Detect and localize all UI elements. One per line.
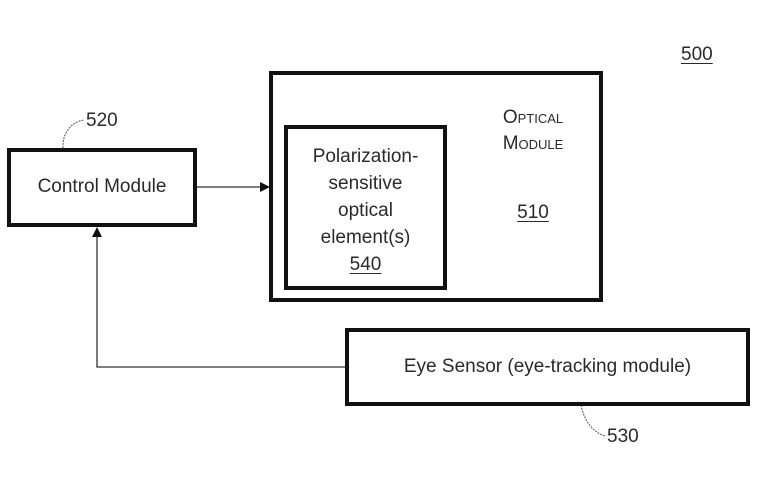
- leader-line-520: [62, 119, 85, 149]
- arrow-eye-to-control: [92, 227, 345, 368]
- leader-line-530: [580, 404, 606, 437]
- polarization-element-reference: 540: [349, 253, 382, 275]
- polarization-element-box: Polarization- sensitive optical element(…: [284, 125, 447, 290]
- polarization-element-line: optical: [338, 199, 393, 221]
- optical-module-label-line2: Module: [502, 132, 564, 154]
- polarization-element-label: Polarization- sensitive optical element(…: [288, 144, 443, 279]
- optical-module-box: Optical Module 510 Polarization- sensiti…: [269, 71, 603, 302]
- polarization-element-line: sensitive: [328, 172, 403, 194]
- control-module-label: Control Module: [37, 176, 167, 197]
- control-module-box: Control Module: [7, 148, 197, 227]
- optical-module-reference: 510: [517, 202, 549, 223]
- polarization-element-line: element(s): [320, 226, 411, 248]
- eye-sensor-box: Eye Sensor (eye-tracking module): [345, 328, 750, 406]
- eye-sensor-reference: 530: [607, 426, 639, 447]
- control-module-reference: 520: [86, 110, 118, 131]
- eye-sensor-label: Eye Sensor (eye-tracking module): [403, 356, 692, 377]
- figure-reference: 500: [681, 44, 713, 65]
- polarization-element-line: Polarization-: [312, 146, 419, 167]
- optical-module-label: Optical Module: [473, 105, 593, 156]
- optical-module-label-line1: Optical: [502, 107, 564, 128]
